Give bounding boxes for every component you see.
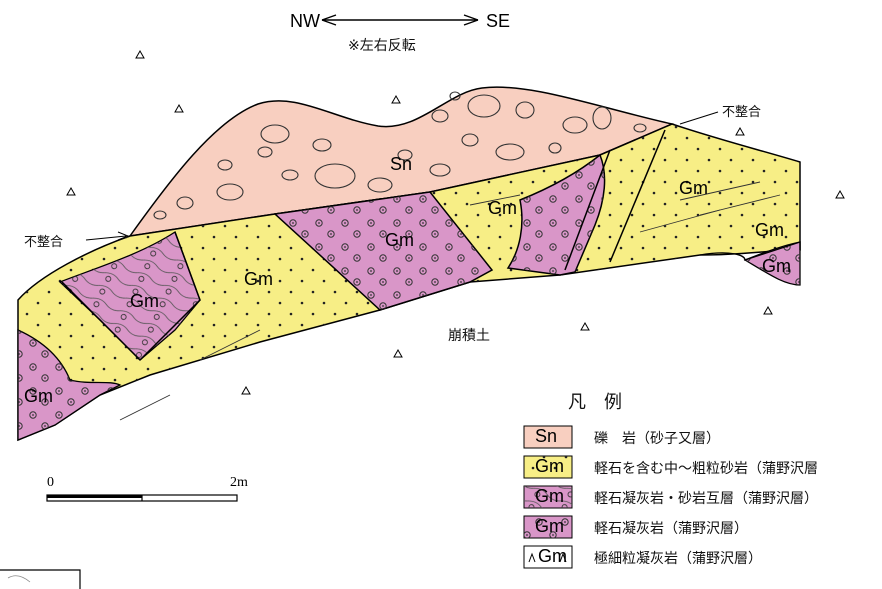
compass-se: SE (486, 11, 510, 31)
legend-symbol-sandstone: Gm (535, 456, 564, 476)
unconformity-right: 不整合 (722, 105, 761, 120)
scale-bar: 0 2m (47, 475, 248, 501)
legend: 凡 例 Sn 礫 岩（砂子又層） Gm 軽石を含む中～粗粒砂岩（蒲野沢層 Gm … (524, 392, 818, 568)
legend-title: 凡 例 (568, 392, 622, 413)
legend-text-interbed: 軽石凝灰岩・砂岩互層（蒲野沢層） (594, 491, 818, 507)
compass-nw: NW (290, 11, 320, 31)
label-gm-4: Gm (679, 178, 708, 198)
legend-symbol-tuff: Gm (535, 516, 564, 536)
label-sn: Sn (390, 154, 412, 174)
scale-bar-half (47, 495, 142, 498)
scale-max: 2m (230, 475, 248, 490)
label-gm-8: Gm (24, 386, 53, 406)
label-gm-1: Gm (244, 269, 273, 289)
legend-text-tuff: 軽石凝灰岩（蒲野沢層） (594, 521, 748, 537)
leader-right (680, 112, 718, 124)
label-gm-7: Gm (130, 291, 159, 311)
legend-item-interbed: Gm 軽石凝灰岩・砂岩互層（蒲野沢層） (524, 486, 818, 508)
label-gm-3: Gm (488, 198, 517, 218)
label-gm-2: Gm (385, 230, 414, 250)
mirror-note: ※左右反転 (348, 38, 416, 54)
label-gm-6: Gm (762, 256, 791, 276)
legend-symbol-sn: Sn (535, 426, 557, 446)
inset-corner (0, 570, 80, 589)
legend-symbol-fine-tuff: Gm (538, 546, 567, 566)
label-gm-5: Gm (755, 220, 784, 240)
legend-text-sn: 礫 岩（砂子又層） (594, 431, 720, 447)
legend-item-sn: Sn 礫 岩（砂子又層） (524, 426, 720, 448)
legend-item-sandstone: Gm 軽石を含む中～粗粒砂岩（蒲野沢層 (524, 456, 818, 478)
scale-zero: 0 (47, 475, 54, 490)
unconformity-left: 不整合 (24, 235, 63, 250)
legend-item-tuff: Gm 軽石凝灰岩（蒲野沢層） (524, 516, 748, 538)
legend-symbol-interbed: Gm (535, 486, 564, 506)
legend-item-fine-tuff: Gm 極細粒凝灰岩（蒲野沢層） (524, 546, 762, 568)
legend-text-sandstone: 軽石を含む中～粗粒砂岩（蒲野沢層 (594, 461, 818, 477)
compass: NW SE ※左右反転 (290, 11, 510, 54)
talus-label: 崩積土 (448, 328, 490, 344)
legend-text-fine-tuff: 極細粒凝灰岩（蒲野沢層） (594, 551, 762, 567)
